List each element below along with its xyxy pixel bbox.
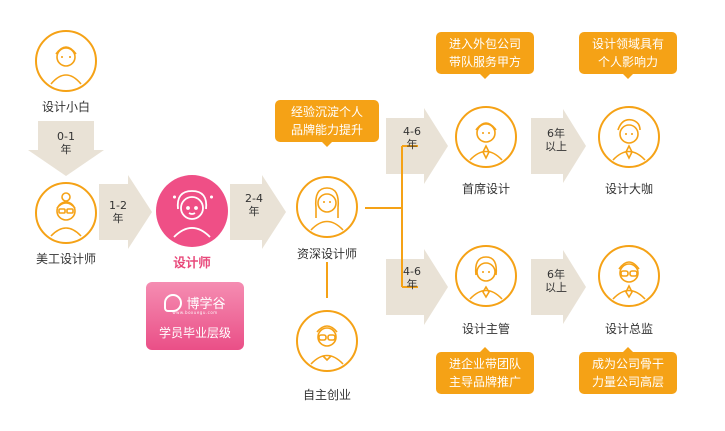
senior-avatar-icon	[296, 176, 358, 238]
arrow-shape-a3	[230, 175, 286, 249]
callout-lead-line1: 进企业带团队	[448, 357, 521, 371]
node-chief-label: 首席设计	[461, 182, 511, 196]
node-designer-label: 设计师	[173, 255, 211, 270]
startup-avatar-icon	[296, 310, 358, 372]
arrow-a1: 0-1 年	[57, 130, 75, 156]
callout-director: 成为公司骨干 力量公司高层	[579, 347, 677, 394]
arrow-shape-a2	[99, 175, 152, 249]
brand-badge: 博学谷 www.boxuegu.com 学员毕业层级	[146, 282, 244, 350]
arrow-a1-range: 0-1	[57, 130, 75, 143]
callout-chief-line2: 带队服务甲方	[448, 55, 521, 69]
arrow-a2-unit: 年	[112, 212, 124, 225]
callout-master: 设计领域具有 个人影响力	[579, 32, 677, 79]
arrow-a7: 6年 以上	[545, 268, 567, 294]
arrow-shape-a1	[28, 121, 104, 176]
arrow-a3-unit: 年	[248, 205, 260, 218]
arrow-a4-range: 4-6	[403, 125, 421, 138]
master-avatar-icon	[598, 106, 660, 168]
node-startup-label: 自主创业	[302, 388, 352, 402]
arrow-a5-unit: 年	[406, 278, 418, 291]
brand-logo-icon	[164, 293, 183, 312]
arrow-a3: 2-4 年	[245, 192, 263, 218]
arrow-a6-unit: 以上	[545, 140, 567, 153]
artist-avatar-icon	[35, 182, 97, 244]
arrow-a7-range: 6年	[547, 268, 565, 281]
node-artist-label: 美工设计师	[35, 252, 97, 266]
brand-logo-url: www.boxuegu.com	[172, 310, 218, 315]
callout-director-line1: 成为公司骨干	[591, 357, 664, 371]
arrow-a2: 1-2 年	[109, 199, 127, 225]
callout-director-line2: 力量公司高层	[591, 375, 664, 389]
callout-senior-line2: 品牌能力提升	[290, 123, 363, 137]
arrow-a6: 6年 以上	[545, 127, 567, 153]
node-beginner-label: 设计小白	[41, 100, 91, 114]
arrow-a2-range: 1-2	[109, 199, 127, 212]
arrow-a6-range: 6年	[547, 127, 565, 140]
callout-senior-line1: 经验沉淀个人	[290, 105, 363, 119]
node-lead-label: 设计主管	[461, 322, 511, 336]
brand-tagline: 学员毕业层级	[158, 326, 231, 340]
callout-master-line1: 设计领域具有	[591, 37, 664, 51]
callout-senior: 经验沉淀个人 品牌能力提升	[275, 100, 379, 147]
arrow-a4: 4-6 年	[403, 125, 421, 151]
callout-chief-line1: 进入外包公司	[448, 37, 521, 51]
arrow-shape-a6	[531, 109, 586, 183]
arrow-a4-unit: 年	[406, 138, 418, 151]
callout-lead-line2: 主导品牌推广	[448, 375, 521, 389]
arrow-shape-a7	[531, 250, 586, 324]
node-senior-label: 资深设计师	[296, 247, 358, 261]
arrow-a1-unit: 年	[60, 143, 72, 156]
brand-logo-text: 博学谷	[186, 297, 226, 312]
node-director-label: 设计总监	[604, 322, 654, 336]
node-master-label: 设计大咖	[604, 182, 654, 196]
chief-avatar-icon	[455, 106, 517, 168]
arrow-a5: 4-6 年	[403, 265, 421, 291]
arrow-a3-range: 2-4	[245, 192, 263, 205]
arrow-a5-range: 4-6	[403, 265, 421, 278]
callout-chief: 进入外包公司 带队服务甲方	[436, 32, 534, 79]
designer-avatar-icon	[156, 175, 228, 247]
lead-avatar-icon	[455, 245, 517, 307]
beginner-avatar-icon	[35, 30, 97, 92]
callout-lead: 进企业带团队 主导品牌推广	[436, 347, 534, 394]
arrow-a7-unit: 以上	[545, 281, 567, 294]
callout-master-line2: 个人影响力	[597, 55, 658, 69]
director-avatar-icon	[598, 245, 660, 307]
brand-logo: 博学谷	[146, 292, 244, 312]
